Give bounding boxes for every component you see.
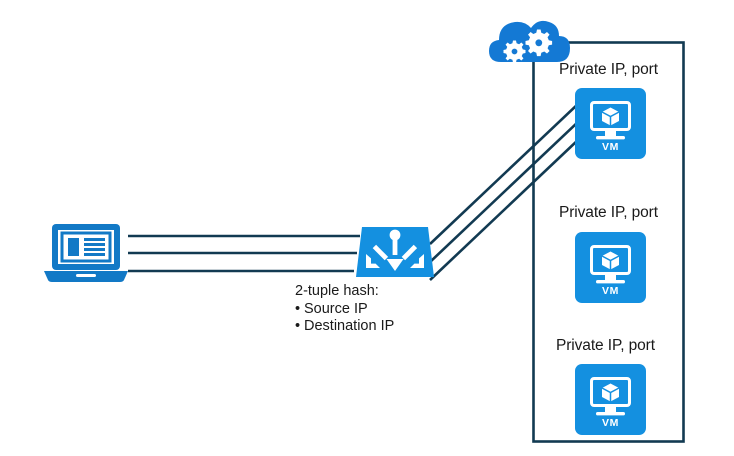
lb-to-vm-connections — [429, 103, 579, 281]
hash-item-list: Source IP Destination IP — [295, 301, 394, 336]
hash-title: 2-tuple hash: — [295, 283, 379, 299]
lb-vm-line-3 — [429, 139, 579, 281]
gear-icon-small — [503, 40, 526, 63]
vm-icon: VM — [575, 232, 646, 303]
vm-private-ip-label-1: Private IP, port — [559, 61, 658, 78]
lb-vm-line-1 — [429, 103, 579, 245]
vm-caption: VM — [602, 285, 619, 297]
vm-icon: VM — [575, 88, 646, 159]
vm-private-ip-label-2: Private IP, port — [559, 204, 658, 221]
cloud-services-icon — [489, 20, 570, 63]
gear-icon-large — [525, 29, 553, 57]
hash-item: Source IP — [295, 301, 394, 319]
vm-caption: VM — [602, 141, 619, 153]
backend-pool-border — [532, 41, 685, 443]
laptop-icon — [44, 224, 128, 282]
load-balancer-icon — [356, 227, 434, 277]
client-to-lb-connections — [128, 234, 360, 273]
vm-icon: VM — [575, 364, 646, 435]
hash-annotation: 2-tuple hash: Source IP Destination IP — [295, 283, 394, 336]
vm-caption: VM — [602, 417, 619, 429]
lb-vm-line-2 — [429, 121, 579, 263]
vm-private-ip-label-3: Private IP, port — [556, 337, 655, 354]
hash-item: Destination IP — [295, 318, 394, 336]
